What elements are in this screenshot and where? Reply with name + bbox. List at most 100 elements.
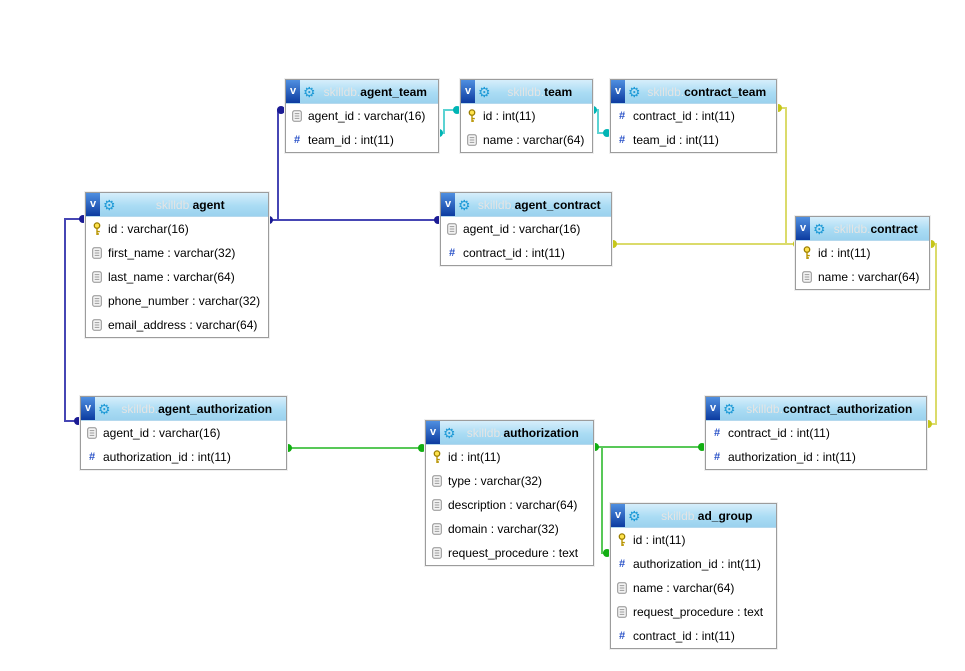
relation-endpoint	[603, 129, 611, 137]
table-contract_team[interactable]: v⚙ skilldb.contract_team #contract_id : in…	[610, 79, 777, 153]
column-row[interactable]: request_procedure : text	[426, 541, 593, 565]
relation-endpoint	[418, 444, 426, 452]
column-row[interactable]: #contract_id : int(11)	[611, 104, 776, 128]
gear-icon[interactable]: ⚙	[443, 424, 456, 441]
column-row[interactable]: #contract_id : int(11)	[706, 421, 926, 445]
column-row[interactable]: #contract_id : int(11)	[441, 241, 611, 265]
column-row[interactable]: request_procedure : text	[611, 600, 776, 624]
numeric-field-icon: #	[86, 451, 98, 463]
schema-prefix: skilldb.	[647, 84, 685, 99]
gear-icon[interactable]: ⚙	[103, 196, 116, 213]
column-row[interactable]: name : varchar(64)	[796, 265, 929, 289]
schema-prefix: skilldb.	[477, 197, 515, 212]
text-field-icon	[91, 271, 103, 283]
toggle-icon[interactable]: v	[611, 80, 625, 103]
text-field-icon	[91, 247, 103, 259]
table-name: authorization	[503, 425, 579, 440]
column-row[interactable]: name : varchar(64)	[611, 576, 776, 600]
toggle-icon[interactable]: v	[796, 217, 810, 240]
toggle-icon[interactable]: v	[81, 397, 95, 420]
gear-icon[interactable]: ⚙	[813, 220, 826, 237]
column-row[interactable]: description : varchar(64)	[426, 493, 593, 517]
column-row[interactable]: #team_id : int(11)	[286, 128, 438, 152]
column-row[interactable]: id : int(11)	[461, 104, 592, 128]
gear-icon[interactable]: ⚙	[723, 400, 736, 417]
column-row[interactable]: #authorization_id : int(11)	[611, 552, 776, 576]
table-header-agent[interactable]: v⚙skilldb.agent	[86, 193, 268, 217]
text-field-icon	[801, 271, 813, 283]
schema-prefix: skilldb.	[466, 425, 504, 440]
column-row[interactable]: agent_id : varchar(16)	[81, 421, 286, 445]
table-title: skilldb.team	[491, 85, 592, 99]
column-row[interactable]: first_name : varchar(32)	[86, 241, 268, 265]
column-row[interactable]: #contract_id : int(11)	[611, 624, 776, 648]
relation-endpoint	[698, 443, 706, 451]
primary-key-icon	[431, 450, 443, 464]
column-label: authorization_id : int(11)	[728, 450, 856, 464]
primary-key-icon	[616, 533, 628, 547]
toggle-icon[interactable]: v	[426, 421, 440, 444]
gear-icon[interactable]: ⚙	[303, 83, 316, 100]
toggle-icon[interactable]: v	[461, 80, 475, 103]
column-row[interactable]: id : int(11)	[611, 528, 776, 552]
column-row[interactable]: last_name : varchar(64)	[86, 265, 268, 289]
column-row[interactable]: domain : varchar(32)	[426, 517, 593, 541]
column-row[interactable]: id : varchar(16)	[86, 217, 268, 241]
gear-icon[interactable]: ⚙	[98, 400, 111, 417]
table-contract_authorization[interactable]: v⚙skilldb.contract_authorization#contrac…	[705, 396, 927, 470]
table-header-contract_team[interactable]: v⚙ skilldb.contract_team	[611, 80, 776, 104]
hash-glyph: #	[618, 134, 626, 146]
table-authorization[interactable]: v⚙ skilldb.authorization id : int(11) type …	[425, 420, 594, 566]
table-header-agent_authorization[interactable]: v⚙skilldb.agent_authorization	[81, 397, 286, 421]
column-row[interactable]: type : varchar(32)	[426, 469, 593, 493]
column-label: request_procedure : text	[448, 546, 579, 560]
table-header-contract_authorization[interactable]: v⚙skilldb.contract_authorization	[706, 397, 926, 421]
column-label: email_address : varchar(64)	[108, 318, 258, 332]
schema-prefix: skilldb.	[323, 84, 361, 99]
toggle-icon[interactable]: v	[441, 193, 455, 216]
column-label: type : varchar(32)	[448, 474, 543, 488]
table-header-ad_group[interactable]: v⚙skilldb.ad_group	[611, 504, 776, 528]
column-label: team_id : int(11)	[633, 133, 719, 147]
column-row[interactable]: email_address : varchar(64)	[86, 313, 268, 337]
column-row[interactable]: id : int(11)	[796, 241, 929, 265]
column-row[interactable]: name : varchar(64)	[461, 128, 592, 152]
gear-icon[interactable]: ⚙	[458, 196, 471, 213]
hash-glyph: #	[88, 451, 96, 463]
gear-icon[interactable]: ⚙	[478, 83, 491, 100]
text-field-icon	[86, 427, 98, 439]
column-row[interactable]: # team_id : int(11)	[611, 128, 776, 152]
column-row[interactable]: id : int(11)	[426, 445, 593, 469]
toggle-icon[interactable]: v	[706, 397, 720, 420]
hash-glyph: #	[448, 247, 456, 259]
table-header-contract[interactable]: v⚙skilldb.contract	[796, 217, 929, 241]
numeric-field-icon: #	[616, 630, 628, 642]
column-row[interactable]: #authorization_id : int(11)	[706, 445, 926, 469]
toggle-icon[interactable]: v	[286, 80, 300, 103]
column-row[interactable]: phone_number : varchar(32)	[86, 289, 268, 313]
text-field-icon	[446, 223, 458, 235]
column-row[interactable]: agent_id : varchar(16)	[286, 104, 438, 128]
column-row[interactable]: #authorization_id : int(11)	[81, 445, 286, 469]
table-header-agent_team[interactable]: v⚙skilldb.agent_team	[286, 80, 438, 104]
table-name: contract_team	[684, 84, 767, 99]
table-header-team[interactable]: v⚙skilldb.team	[461, 80, 592, 104]
numeric-field-icon: #	[616, 110, 628, 122]
toggle-icon[interactable]: v	[611, 504, 625, 527]
toggle-icon[interactable]: v	[86, 193, 100, 216]
column-label: name : varchar(64)	[483, 133, 585, 147]
table-header-authorization[interactable]: v⚙ skilldb.authorization	[426, 421, 593, 445]
primary-key-icon	[466, 109, 478, 123]
gear-icon[interactable]: ⚙	[628, 507, 641, 524]
gear-icon[interactable]: ⚙	[628, 83, 641, 100]
column-label: domain : varchar(32)	[448, 522, 559, 536]
table-header-agent_contract[interactable]: v⚙skilldb.agent_contract	[441, 193, 611, 217]
column-row[interactable]: agent_id : varchar(16)	[441, 217, 611, 241]
